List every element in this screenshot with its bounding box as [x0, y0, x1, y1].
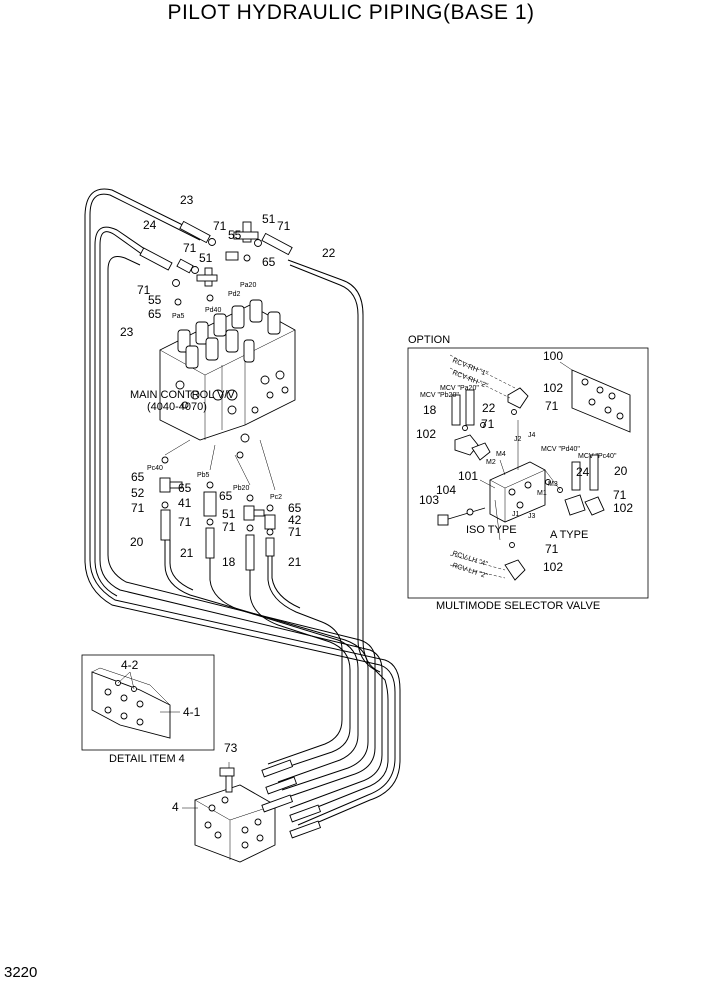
callout-51-c: 51 — [222, 507, 236, 521]
lower-fittings — [159, 456, 276, 571]
page-number: 3220 — [4, 964, 38, 981]
callout-65-a: 65 — [262, 255, 276, 269]
option-mcv-pc40: MCV "Pc40" — [578, 453, 617, 460]
port-pd2: Pd2 — [228, 291, 241, 298]
hose-bundle — [84, 188, 401, 831]
callout-41: 41 — [178, 496, 192, 510]
callout-23-left: 23 — [120, 325, 134, 339]
option-callout-101: 101 — [458, 469, 478, 483]
callout-65-f: 65 — [288, 501, 302, 515]
callout-24: 24 — [143, 218, 157, 232]
option-caption: MULTIMODE SELECTOR VALVE — [436, 600, 600, 612]
callout-71-c: 71 — [183, 241, 197, 255]
option-port-m3: M3 — [548, 481, 558, 488]
callout-4: 4 — [172, 800, 179, 814]
port-pc40: Pc40 — [147, 465, 163, 472]
main-valve-range: (4040-4070) — [147, 401, 207, 413]
option-mcv-pd40: MCV "Pd40" — [541, 446, 580, 453]
option-box — [407, 347, 649, 599]
callout-65-d: 65 — [178, 481, 192, 495]
callout-20: 20 — [130, 535, 144, 549]
option-callout-102-a: 102 — [543, 381, 563, 395]
main-valve-label: MAIN CONTROL V/V — [130, 389, 235, 401]
option-callout-71-d: 71 — [545, 542, 559, 556]
option-callout-71-b: 71 — [481, 417, 495, 431]
callout-labels: 23 24 71 51 71 55 71 51 65 22 71 55 65 2… — [109, 193, 633, 814]
callout-4-2: 4-2 — [121, 658, 139, 672]
option-callout-20: 20 — [614, 464, 628, 478]
option-callout-71-a: 71 — [545, 399, 559, 413]
callout-71-f: 71 — [178, 515, 192, 529]
page-title: PILOT HYDRAULIC PIPING(BASE 1) — [167, 1, 535, 24]
main-control-valve — [159, 299, 296, 491]
callout-4-1: 4-1 — [183, 705, 201, 719]
option-mcv-pb20: MCV "Pb20" — [420, 392, 459, 399]
callout-23-top: 23 — [180, 193, 194, 207]
option-port-j2: J2 — [514, 436, 522, 443]
callout-73: 73 — [224, 741, 238, 755]
callout-51-b: 51 — [199, 251, 213, 265]
option-port-j3: J3 — [528, 513, 536, 520]
port-pa5: Pa5 — [172, 313, 185, 320]
callout-65-c: 65 — [131, 470, 145, 484]
port-pa20: Pa20 — [240, 282, 256, 289]
option-port-m2: M2 — [486, 459, 496, 466]
detail-item-4 — [81, 654, 215, 751]
junction-block — [182, 759, 322, 863]
option-callout-18: 18 — [423, 403, 437, 417]
callout-71-h: 71 — [288, 525, 302, 539]
callout-18: 18 — [222, 555, 236, 569]
option-port-j1: J1 — [512, 511, 520, 518]
port-pd40: Pd40 — [205, 307, 221, 314]
option-mcv-pa20: MCV "Pa20" — [440, 385, 479, 392]
callout-71-e: 71 — [131, 501, 145, 515]
option-port-m1: M1 — [537, 490, 547, 497]
option-iso-type: ISO TYPE — [466, 524, 517, 536]
callout-71-g: 71 — [222, 520, 236, 534]
option-callout-102-d: 102 — [543, 560, 563, 574]
callout-71-a: 71 — [213, 219, 227, 233]
callout-21-a: 21 — [180, 546, 194, 560]
option-a-type: A TYPE — [550, 529, 588, 541]
top-fittings — [139, 220, 293, 306]
port-pb5: Pb5 — [197, 472, 210, 479]
callout-71-b: 71 — [277, 219, 291, 233]
callout-71-d: 71 — [137, 283, 151, 297]
option-label: OPTION — [408, 334, 450, 346]
callout-65-e: 65 — [219, 489, 233, 503]
option-callout-22: 22 — [482, 401, 496, 415]
option-callout-102-c: 102 — [613, 501, 633, 515]
option-callout-102-b: 102 — [416, 427, 436, 441]
option-callout-100: 100 — [543, 349, 563, 363]
option-callout-24: 24 — [576, 465, 590, 479]
port-pc2: Pc2 — [270, 494, 282, 501]
option-port-j4: J4 — [528, 432, 536, 439]
spool-caps — [177, 299, 281, 369]
valve-ports — [175, 370, 289, 459]
callout-51-a: 51 — [262, 212, 276, 226]
callout-55-b: 55 — [148, 293, 162, 307]
callout-52: 52 — [131, 486, 145, 500]
option-port-m4: M4 — [496, 451, 506, 458]
option-callout-103: 103 — [419, 493, 439, 507]
option-callout-71-c: 71 — [613, 488, 627, 502]
callout-65-b: 65 — [148, 307, 162, 321]
callout-55-a: 55 — [228, 228, 242, 242]
callout-22: 22 — [322, 246, 336, 260]
callout-21-b: 21 — [288, 555, 302, 569]
detail-item-4-label: DETAIL ITEM 4 — [109, 753, 185, 765]
option-callout-104: 104 — [436, 483, 456, 497]
callout-42: 42 — [288, 513, 302, 527]
port-pb20: Pb20 — [233, 485, 249, 492]
